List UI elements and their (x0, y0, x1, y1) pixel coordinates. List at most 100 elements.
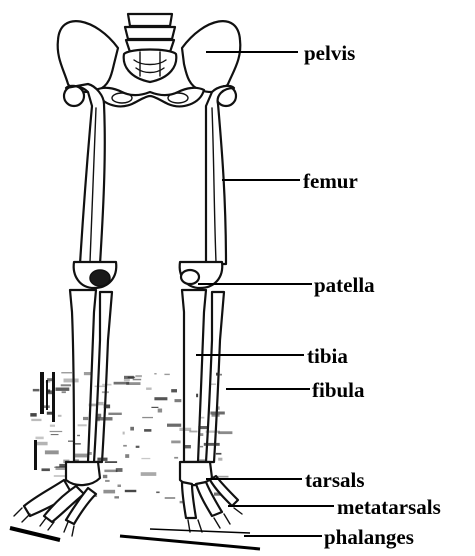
right-tibia (182, 290, 206, 462)
label-pelvis: pelvis (304, 41, 355, 65)
scan-noise-mark (102, 384, 111, 386)
scan-noise-mark (123, 445, 127, 447)
left-foot (14, 462, 100, 536)
scan-noise-mark (218, 458, 222, 461)
scan-noise-mark (50, 431, 63, 432)
right-patella (181, 270, 199, 284)
scan-noise-mark (212, 414, 220, 417)
scan-noise-mark (83, 417, 88, 420)
scan-noise-mark (103, 475, 107, 478)
scan-noise-mark (61, 372, 72, 373)
right-foot (180, 462, 242, 532)
scan-noise-mark (56, 466, 66, 470)
scan-noise-mark (30, 413, 36, 417)
scan-noise-mark (218, 431, 232, 434)
scan-noise-mark (74, 454, 88, 458)
left-ilium (58, 21, 118, 92)
scan-noise-mark (45, 450, 59, 454)
scan-noise-mark (97, 414, 101, 418)
bottom-scan-streaks (10, 528, 260, 549)
scan-noise-mark (210, 412, 224, 415)
sacrum (124, 50, 177, 83)
scan-noise-mark (198, 433, 203, 436)
scan-noise-mark (204, 443, 220, 446)
scan-noise-mark (98, 402, 104, 405)
scan-noise-mark (125, 454, 129, 458)
scan-noise-mark (133, 379, 142, 381)
scan-noise-mark (200, 446, 203, 448)
scan-noise-mark (156, 492, 159, 494)
scan-noise-mark (95, 386, 107, 388)
scan-noise-mark (64, 379, 79, 383)
scan-noise-mark (154, 373, 156, 375)
scan-noise-mark (84, 372, 92, 375)
scan-noise-mark (62, 391, 66, 393)
scan-noise-mark (209, 384, 216, 385)
scan-noise-mark (56, 388, 70, 391)
scan-noise-mark (144, 429, 151, 432)
scan-noise-mark (77, 435, 80, 436)
scan-noise-mark (196, 394, 198, 398)
scan-noise-mark (154, 397, 167, 400)
scan-noise-mark (171, 441, 180, 444)
scan-noise-mark (74, 443, 81, 445)
scan-noise-mark (142, 417, 153, 418)
scan-noise-mark (198, 426, 207, 429)
left-patella (90, 270, 110, 286)
scan-noise-mark (50, 425, 55, 427)
spine-vertebrae (125, 14, 175, 52)
scan-noise-mark (61, 384, 71, 386)
scan-noise-mark (78, 424, 87, 426)
right-femur (206, 86, 236, 264)
scan-noise-mark (136, 446, 140, 448)
scan-noise-bar (46, 380, 48, 410)
scan-noise-mark (104, 470, 117, 473)
scan-noise-mark (206, 431, 220, 433)
scan-noise-mark (104, 405, 110, 409)
scan-noise-mark (118, 485, 122, 488)
scan-noise-mark (174, 457, 178, 459)
bone-labels: pelvis femur patella tibia fibula tarsal… (303, 41, 441, 549)
scan-noise-mark (97, 417, 113, 420)
scan-noise-mark (216, 453, 222, 455)
label-femur: femur (303, 169, 358, 193)
scan-noise-mark (102, 391, 109, 393)
left-knee (74, 262, 117, 288)
scan-noise-mark (124, 379, 130, 382)
label-metatarsals: metatarsals (337, 495, 441, 519)
scan-noise-mark (114, 496, 119, 498)
scan-noise-mark (124, 376, 134, 379)
label-tibia: tibia (307, 344, 348, 368)
scan-noise-bar (34, 440, 37, 470)
scan-noise-mark (89, 404, 98, 407)
label-patella: patella (314, 273, 375, 297)
scan-noise-mark (89, 452, 92, 455)
scan-noise-mark (36, 437, 44, 440)
scan-noise-mark (114, 382, 130, 385)
scan-noise-mark (199, 417, 205, 419)
scan-noise-mark (108, 413, 121, 415)
scan-noise-mark (68, 441, 74, 442)
right-fibula (206, 292, 224, 462)
scan-noise-mark (103, 490, 115, 494)
scan-noise-mark (31, 419, 41, 421)
scan-noise-mark (164, 374, 169, 375)
scan-noise-mark (175, 399, 182, 402)
scan-noise-mark (141, 472, 157, 476)
scan-noise-bar (52, 372, 55, 422)
scan-noise-mark (185, 445, 191, 448)
scan-noise-mark (141, 458, 150, 459)
scan-noise-mark (42, 468, 50, 471)
scan-noise-mark (97, 458, 107, 461)
scan-noise-mark (125, 490, 137, 492)
left-lower-leg (70, 290, 112, 462)
scan-noise-mark (216, 373, 219, 376)
scan-noise-mark (165, 497, 176, 499)
scan-noise-mark (58, 415, 62, 417)
scan-noise-mark (151, 407, 158, 408)
left-femur (64, 84, 105, 264)
scan-noise-mark (179, 428, 191, 431)
scan-noise-mark (48, 389, 50, 392)
